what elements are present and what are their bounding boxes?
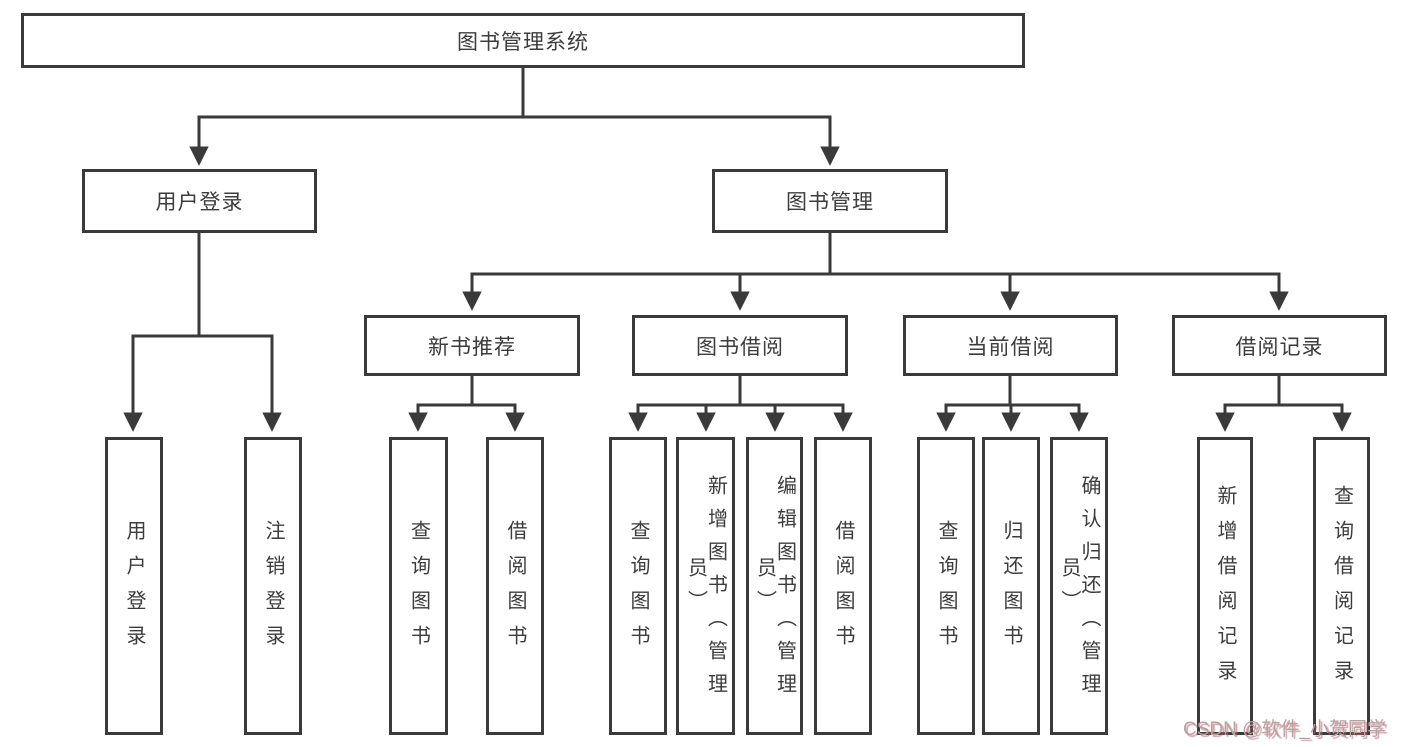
leaf-bb-edit-books-admin: 编辑图书（管理员） <box>746 437 803 735</box>
leaf-user-login: 用户登录 <box>105 437 163 735</box>
leaf-bb-add-books-admin: 新增图书（管理员） <box>676 437 735 735</box>
node-book-borrow: 图书借阅 <box>632 315 848 376</box>
leaf-cb-query-books: 查询图书 <box>917 437 975 735</box>
node-root: 图书管理系统 <box>21 13 1025 68</box>
node-current-borrow: 当前借阅 <box>903 315 1118 376</box>
node-mgmt-group: 图书管理 <box>712 169 948 233</box>
leaf-bb-borrow-books: 借阅图书 <box>814 437 872 735</box>
csdn-watermark: CSDN @软件_小贺同学 <box>1183 719 1386 740</box>
leaf-logout: 注销登录 <box>244 437 302 735</box>
leaf-br-add-record: 新增借阅记录 <box>1197 437 1253 735</box>
leaf-bb-query-books: 查询图书 <box>609 437 667 735</box>
leaf-rec-borrow-books: 借阅图书 <box>486 437 544 735</box>
node-borrow-record: 借阅记录 <box>1172 315 1387 376</box>
leaf-rec-query-books: 查询图书 <box>389 437 448 735</box>
leaf-cb-confirm-return-admin: 确认归还（管理员） <box>1050 437 1108 735</box>
node-new-book-rec: 新书推荐 <box>364 315 580 376</box>
leaf-cb-return-books: 归还图书 <box>982 437 1040 735</box>
leaf-br-query-record: 查询借阅记录 <box>1313 437 1370 735</box>
node-login-group: 用户登录 <box>82 169 317 233</box>
